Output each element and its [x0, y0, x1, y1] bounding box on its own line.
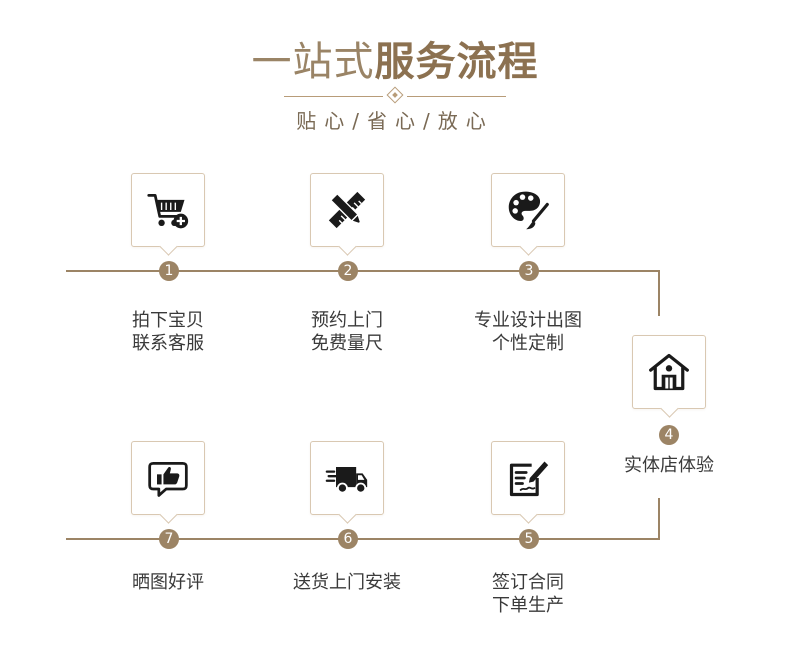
step-1-label: 拍下宝贝 联系客服 [88, 309, 248, 355]
step-7-label: 晒图好评 [88, 571, 248, 594]
step-3-number: 3 [519, 261, 539, 281]
flow-line-right-lower [658, 498, 660, 538]
flow-line-top [66, 270, 660, 272]
step-7-label-line-1: 晒图好评 [132, 572, 204, 593]
page-subtitle: 贴心/省心/放心 [296, 109, 494, 133]
step-5-label-line-1: 签订合同 [492, 572, 564, 593]
step-4-number: 4 [659, 425, 679, 445]
palette-brush-icon [508, 191, 549, 230]
step-4-label-line-1: 实体店体验 [624, 455, 714, 476]
page-title: 一站式服务流程 [0, 38, 790, 86]
step-1-number: 1 [159, 261, 179, 281]
step-4-card [632, 335, 706, 409]
step-5-number: 5 [519, 529, 539, 549]
step-6-number: 6 [338, 529, 358, 549]
diamond-ornament-icon [386, 86, 404, 104]
contract-sign-icon [509, 461, 549, 497]
step-7-number: 7 [159, 529, 179, 549]
flow-line-bottom [66, 538, 660, 540]
step-2-number: 2 [338, 261, 358, 281]
step-2-label-line-2: 免费量尺 [311, 333, 383, 354]
step-1-card [131, 173, 205, 247]
step-6-label-line-1: 送货上门安装 [293, 572, 401, 593]
step-5-card [491, 441, 565, 515]
step-5-label-line-2: 下单生产 [492, 595, 564, 616]
step-4-label: 实体店体验 [589, 454, 749, 477]
subtitle-divider-left [284, 96, 383, 97]
flow-line-right-upper [658, 270, 660, 316]
step-2-label-line-1: 预约上门 [311, 310, 383, 331]
subtitle-divider-right [407, 96, 506, 97]
house-store-icon [649, 353, 689, 391]
step-2-label: 预约上门 免费量尺 [267, 309, 427, 355]
step-3-label-line-2: 个性定制 [492, 333, 564, 354]
step-6-label: 送货上门安装 [267, 571, 427, 594]
step-3-card [491, 173, 565, 247]
step-3-label: 专业设计出图 个性定制 [448, 309, 608, 355]
ruler-pencil-icon [328, 191, 366, 229]
step-5-label: 签订合同 下单生产 [448, 571, 608, 617]
step-6-card [310, 441, 384, 515]
shopping-cart-add-icon [147, 193, 189, 229]
step-2-card [310, 173, 384, 247]
title-light-part: 一站式 [251, 39, 375, 85]
delivery-truck-icon [325, 467, 368, 494]
title-bold-part: 服务流程 [374, 39, 539, 85]
thumbs-up-review-icon [148, 461, 188, 497]
step-3-label-line-1: 专业设计出图 [474, 310, 582, 331]
step-1-label-line-1: 拍下宝贝 [132, 310, 204, 331]
step-1-label-line-2: 联系客服 [132, 333, 204, 354]
step-7-card [131, 441, 205, 515]
